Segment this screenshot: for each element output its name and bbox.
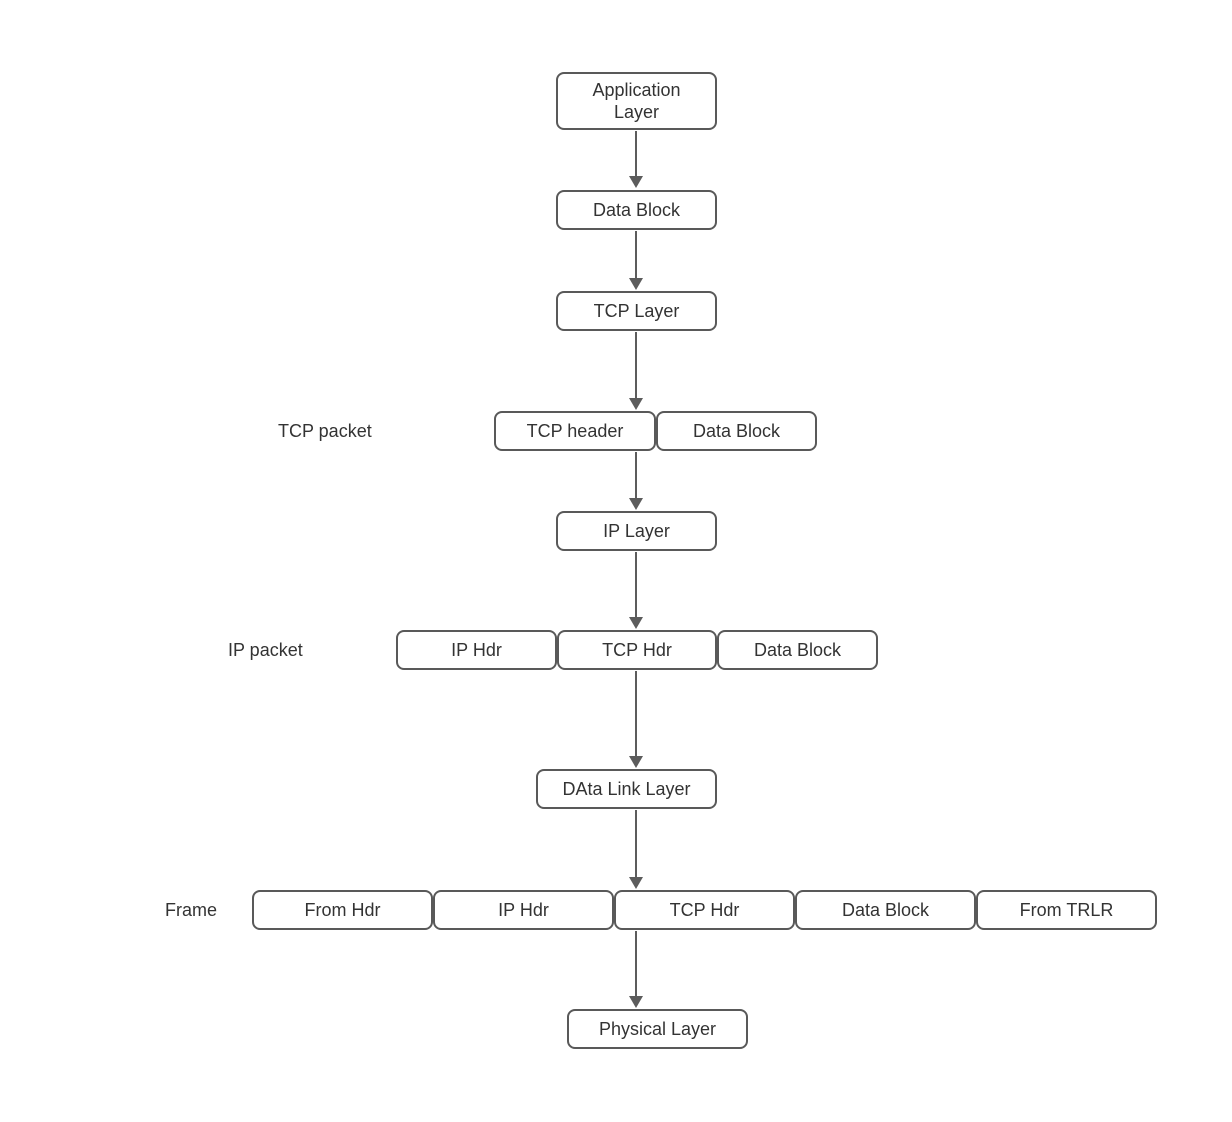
- cell-data-block-label: Data Block: [692, 421, 781, 441]
- cell-data-block: Data Block: [795, 890, 976, 930]
- frame-row: From Hdr IP Hdr TCP Hdr Data Block From …: [252, 890, 1157, 930]
- cell-data-block: Data Block: [717, 630, 878, 670]
- node-data-link-layer: DAta Link Layer: [536, 769, 717, 809]
- cell-tcp-hdr-label: TCP Hdr: [602, 640, 672, 660]
- arrow-app-to-datablock: [629, 131, 643, 188]
- cell-ip-hdr: IP Hdr: [396, 630, 557, 670]
- arrow-frame-to-physical: [629, 931, 643, 1008]
- arrow-tcplayer-to-tcppacket: [629, 332, 643, 410]
- cell-from-hdr: From Hdr: [252, 890, 433, 930]
- node-physical-layer-label: Physical Layer: [598, 1019, 717, 1039]
- cell-data-block-label: Data Block: [753, 640, 842, 660]
- arrow-datalink-to-frame: [629, 810, 643, 889]
- tcp-packet-row-label: TCP packet: [278, 421, 372, 441]
- ip-packet-row-label: IP packet: [228, 640, 303, 660]
- node-tcp-layer-label: TCP Layer: [593, 301, 680, 321]
- cell-ip-hdr-label: IP Hdr: [451, 640, 502, 660]
- cell-tcp-header: TCP header: [494, 411, 656, 451]
- node-application-layer-label: Application Layer: [592, 80, 681, 122]
- node-data-link-layer-label: DAta Link Layer: [562, 779, 691, 799]
- cell-tcp-hdr: TCP Hdr: [614, 890, 795, 930]
- ip-packet-row: IP Hdr TCP Hdr Data Block: [396, 630, 878, 670]
- node-data-block-top: Data Block: [556, 190, 717, 230]
- cell-from-hdr-label: From Hdr: [304, 900, 381, 920]
- cell-data-block-label: Data Block: [841, 900, 930, 920]
- arrow-tcppacket-to-iplayer: [629, 452, 643, 510]
- node-application-layer: Application Layer: [556, 72, 717, 130]
- cell-ip-hdr-label: IP Hdr: [498, 900, 549, 920]
- node-physical-layer: Physical Layer: [567, 1009, 748, 1049]
- node-ip-layer: IP Layer: [556, 511, 717, 551]
- frame-row-label: Frame: [165, 900, 218, 920]
- cell-tcp-header-label: TCP header: [526, 421, 624, 441]
- cell-from-trlr-label: From TRLR: [1019, 900, 1114, 920]
- cell-tcp-hdr: TCP Hdr: [557, 630, 717, 670]
- arrow-datablock-to-tcplayer: [629, 231, 643, 290]
- arrow-ippacket-to-datalink: [629, 671, 643, 768]
- arrow-iplayer-to-ippacket: [629, 552, 643, 629]
- node-data-block-top-label: Data Block: [592, 200, 681, 220]
- cell-from-trlr: From TRLR: [976, 890, 1157, 930]
- tcp-packet-row: TCP header Data Block: [494, 411, 817, 451]
- cell-data-block: Data Block: [656, 411, 817, 451]
- cell-ip-hdr: IP Hdr: [433, 890, 614, 930]
- cell-tcp-hdr-label: TCP Hdr: [669, 900, 740, 920]
- node-tcp-layer: TCP Layer: [556, 291, 717, 331]
- node-ip-layer-label: IP Layer: [603, 521, 670, 541]
